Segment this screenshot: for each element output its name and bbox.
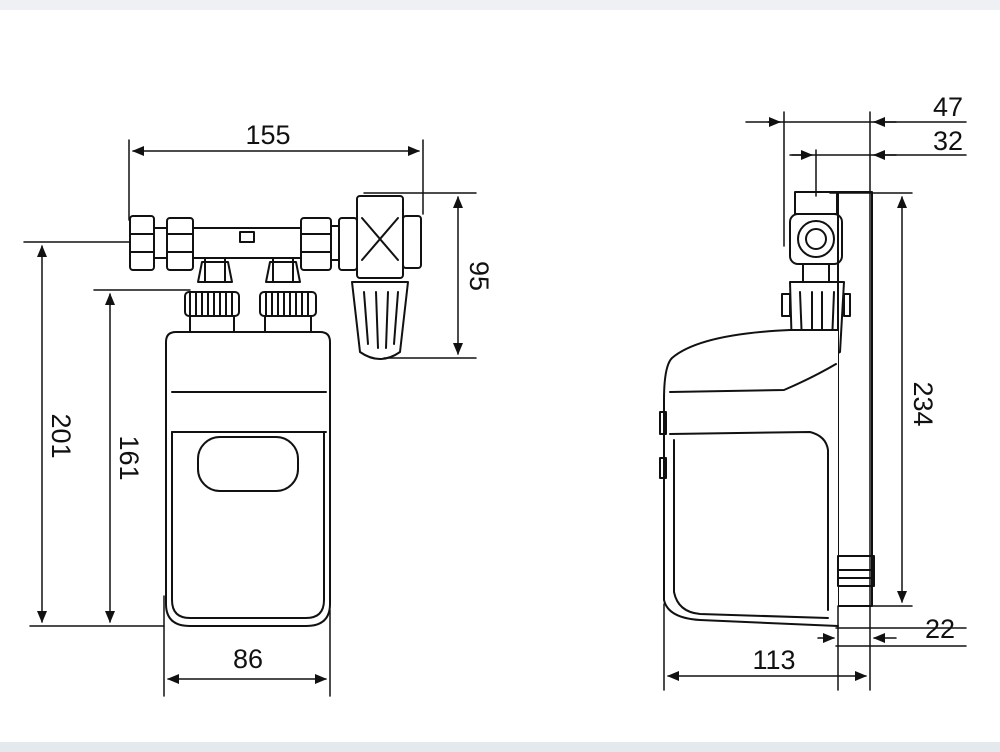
connection-nuts xyxy=(184,291,317,335)
dim-22-label: 22 xyxy=(925,614,955,644)
front-dimension-lines xyxy=(23,139,477,697)
side-housing xyxy=(659,329,875,627)
top-band xyxy=(0,0,1000,10)
dim-47-label: 47 xyxy=(933,92,963,122)
dim-155-label: 155 xyxy=(245,120,290,150)
side-view xyxy=(659,191,875,627)
bottom-band xyxy=(0,742,1000,752)
side-dimension-lines xyxy=(663,111,967,691)
dim-234-label: 234 xyxy=(908,381,938,426)
dim-113-label: 113 xyxy=(752,645,795,675)
dim-32-label: 32 xyxy=(933,126,963,156)
dim-201-label: 201 xyxy=(46,413,76,458)
valve-block xyxy=(351,195,422,360)
heater-body xyxy=(165,331,331,627)
dim-161-label: 161 xyxy=(114,435,144,480)
dim-86-label: 86 xyxy=(233,644,263,674)
dimension-labels: 155 95 201 161 86 47 32 234 22 113 xyxy=(46,92,963,675)
wall-plate xyxy=(837,191,873,607)
dim-95-label: 95 xyxy=(464,261,494,291)
front-view xyxy=(129,195,422,627)
pipe-manifold xyxy=(129,215,358,283)
